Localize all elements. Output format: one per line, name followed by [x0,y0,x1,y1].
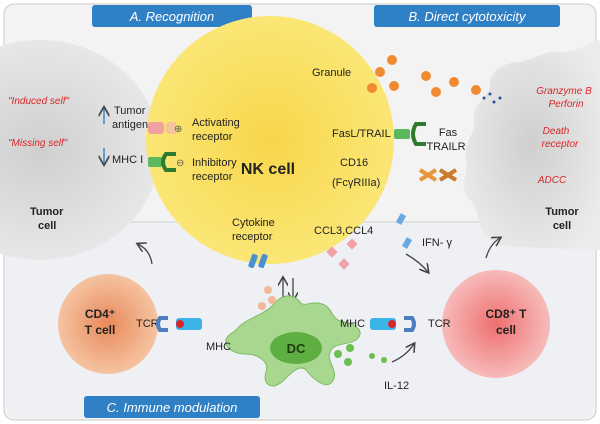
granule-released [421,71,431,81]
activating-receptor-shape [165,122,176,134]
cd8-to-tumor-arrow [485,238,500,259]
tcr-right-label: TCR [428,318,451,330]
perforin-dot [488,92,492,96]
granule-label: Granule [312,67,351,79]
ifn-gamma-molecule [401,237,413,249]
granule-release-pore [386,58,414,86]
il12-dot [344,358,352,366]
adcc-label: ADCC [537,175,567,186]
banner-modulation [84,396,260,418]
cytokine-receptor-label-2: receptor [232,231,273,243]
mhc-i-shape [148,157,162,167]
tumor-cell-right [463,40,600,250]
cd16-label: CD16 [340,157,368,169]
banner-recognition [92,5,252,27]
inhibitory-receptor-label-2: receptor [192,171,233,183]
section-recognition: A. Recognition [129,9,215,24]
ccl-label: CCL3,CCL4 [314,225,373,237]
granule [375,67,385,77]
cd4-label-2: T cell [85,323,116,337]
missing-self-label: "Missing self" [8,138,68,149]
chemokine [326,246,338,258]
tumor-cell-left [0,40,160,260]
granule-released [431,87,441,97]
tcr-right-shape [404,316,416,332]
cd16-antibody-shape [418,168,438,182]
ifn-gamma-label: IFN- γ [422,237,452,249]
section-modulation: C. Immune modulation [107,400,238,415]
fasl-shape [394,129,410,139]
granule [389,81,399,91]
perforin-dot [482,96,486,100]
section-cytotoxicity: B. Direct cytotoxicity [408,9,527,24]
cytokine-dot [264,286,272,294]
perforin-dot [492,100,496,104]
mhc-left-label: MHC [206,341,231,353]
tcr-left-label: TCR [136,318,159,330]
granzyme-label: Granzyme B [536,86,592,97]
il12-arrow [391,344,414,363]
il12-dot [369,353,375,359]
cd8-label-1: CD8⁺ T [485,307,527,321]
cytokine-receptor-shape [258,253,268,269]
cd8-t-cell [442,270,550,378]
banner-cytotoxicity [374,5,560,27]
mhc-i-label: MHC I [112,154,143,166]
cytokine-receptor-label-1: Cytokine [232,217,275,229]
il12-dot [346,344,354,352]
cd4-label-1: CD4⁺ [85,307,115,321]
tcr-left-shape [156,316,168,332]
ifn-gamma-molecule [395,213,407,225]
il12-label: IL-12 [384,380,409,392]
minus-sign: ⊖ [176,158,184,169]
dc-nucleus [270,332,322,364]
fas-label: Fas [439,127,458,139]
granule [387,55,397,65]
death-receptor-label-1: Death [543,126,570,137]
perforin-dot [498,96,502,100]
granule-released [449,77,459,87]
trailr-label: TRAILR [426,141,465,153]
ifn-arrow [405,253,428,272]
il12-dot [381,357,387,363]
il12-dot [334,350,342,358]
fasl-trail-label: FasL/TRAIL [332,128,391,140]
mhc-right-label: MHC [340,318,365,330]
cd4-to-tumor-arrow [138,244,153,265]
fcgriiia-label: (FcγRIIIa) [332,177,380,189]
tumor-antigen-label-1: Tumor [114,105,146,117]
cd4-t-cell [58,274,158,374]
induced-self-label: "Induced self" [8,96,69,107]
nk-cell [146,16,394,264]
tumor-cell-right-label-1: Tumor [545,206,579,218]
granule-released [471,85,481,95]
tumor-antigen-label-2: antigen [112,119,148,131]
perforin-label: Perforin [548,99,583,110]
activating-receptor-label-2: receptor [192,131,233,143]
tumor-cell-left-label-2: cell [38,220,56,232]
fas-receptor-shape [411,122,426,146]
tumor-cell-right-label-2: cell [553,220,571,232]
cytokine-dot [268,296,276,304]
granule [367,83,377,93]
peptide-right [388,320,396,328]
nk-cell-label: NK cell [241,161,295,178]
cytokine-receptor-shape [248,253,258,269]
inhibitory-receptor-label-1: Inhibitory [192,157,237,169]
tumor-antigen-shape [148,122,164,134]
tumor-cell-left-label-1: Tumor [30,206,64,218]
chemokine [338,258,350,270]
cd8-label-2: cell [496,323,516,337]
chemokine [346,238,358,250]
death-receptor-label-2: receptor [542,139,579,150]
cytokine-dot [258,302,266,310]
plus-sign: ⊕ [174,124,182,135]
inhibitory-receptor-shape [161,152,176,172]
peptide-left [176,320,184,328]
antibody-shape [438,168,458,182]
activating-receptor-label-1: Activating [192,117,240,129]
dc-label: DC [287,341,306,356]
